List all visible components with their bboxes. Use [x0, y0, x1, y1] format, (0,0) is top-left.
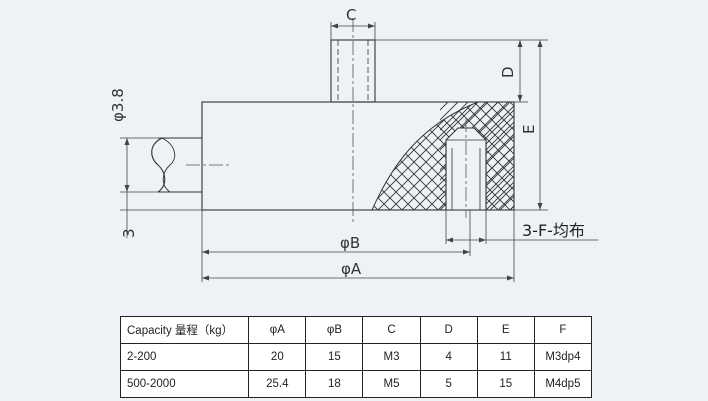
table-cell: 18 — [305, 370, 364, 398]
center-lines — [186, 18, 467, 222]
dim-label-phi-a: φA — [341, 260, 362, 278]
spec-table: Capacity 量程（kg） φA φB C D E F 2-200 20 1… — [119, 316, 593, 398]
header-d: D — [419, 316, 478, 344]
header-c: C — [362, 316, 421, 344]
dim-label-phi-b: φB — [340, 234, 360, 252]
table-cell: 25.4 — [248, 370, 307, 398]
dim-label-c: C — [346, 6, 356, 24]
table-cell: M4dp5 — [533, 370, 593, 398]
header-e: E — [476, 316, 535, 344]
table-cell: M5 — [362, 370, 421, 398]
table-cell: M3dp4 — [533, 343, 593, 371]
table-cell: 5 — [419, 370, 478, 398]
dim-label-e: E — [520, 125, 538, 134]
table-row: 500-2000 25.4 18 M5 5 15 M4dp5 — [119, 370, 593, 398]
table-cell: 11 — [476, 343, 535, 371]
header-phi-a: φA — [248, 316, 307, 344]
dim-label-f-note: 3-F-均布 — [522, 221, 585, 240]
dim-label-3: 3 — [120, 228, 138, 238]
table-cell: 15 — [305, 343, 364, 371]
header-phi-b: φB — [305, 316, 364, 344]
table-row: 2-200 20 15 M3 4 11 M3dp4 — [119, 343, 593, 371]
table-cell: 15 — [476, 370, 535, 398]
arrowheads — [124, 23, 543, 281]
table-cell: 500-2000 — [119, 370, 250, 398]
table-cell: 2-200 — [119, 343, 250, 371]
table-cell: M3 — [362, 343, 421, 371]
dim-label-d: D — [499, 66, 517, 78]
technical-drawing: C D E φ3.8 3 φB φA 3-F-均布 — [109, 6, 598, 282]
table-cell: 20 — [248, 343, 307, 371]
header-capacity: Capacity 量程（kg） — [119, 316, 250, 344]
dim-label-phi-3-8: φ3.8 — [109, 88, 127, 122]
header-f: F — [533, 316, 593, 344]
table-header-row: Capacity 量程（kg） φA φB C D E F — [119, 316, 593, 344]
table-cell: 4 — [419, 343, 478, 371]
dimension-lines — [120, 22, 598, 282]
section-hatching — [371, 102, 514, 210]
cable — [151, 137, 202, 193]
